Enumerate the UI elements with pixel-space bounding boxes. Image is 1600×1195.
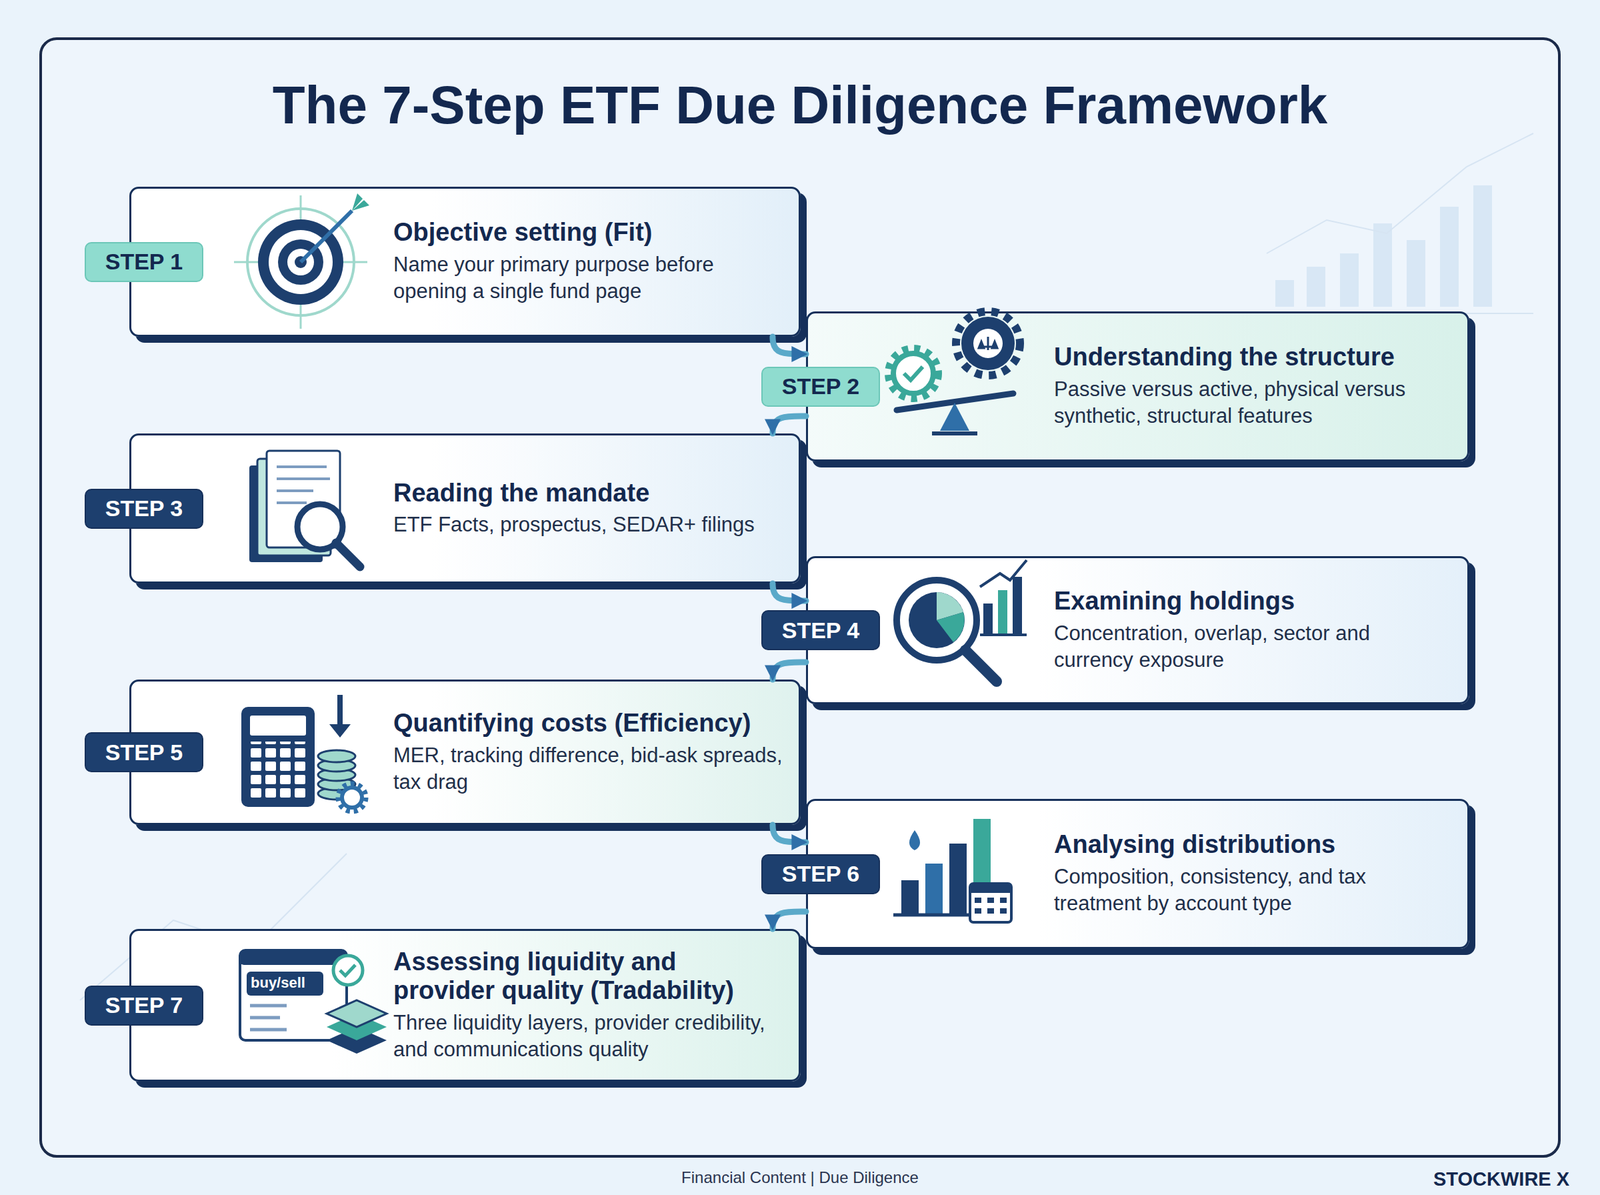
- step-description: Name your primary purpose before opening…: [393, 251, 784, 306]
- title: The 7-Step ETF Due Diligence Framework: [0, 74, 1600, 136]
- step-heading: Examining holdings: [1054, 586, 1453, 616]
- step-heading: Objective setting (Fit): [393, 218, 784, 248]
- text-area: Reading the mandateETF Facts, prospectus…: [393, 478, 755, 539]
- step-badge: STEP 5: [84, 732, 204, 772]
- step-heading: Understanding the structure: [1054, 342, 1453, 372]
- step-box: STEP 3Reading the mandateETF Facts, pros…: [129, 433, 801, 584]
- step-badge: STEP 4: [761, 610, 880, 650]
- flow-arrow: [772, 662, 806, 680]
- step-heading: Quantifying costs (Efficiency): [393, 708, 784, 738]
- step-description: ETF Facts, prospectus, SEDAR+ filings: [393, 511, 755, 538]
- step-badge: STEP 3: [84, 488, 204, 529]
- step-description: Concentration, overlap, sector and curre…: [1054, 620, 1453, 674]
- step-box: STEP 1Objective setting (Fit)Name your p…: [129, 186, 801, 337]
- outer-frame: [40, 38, 1560, 1156]
- watermark-lines: [80, 133, 1534, 1000]
- step-description: MER, tracking difference, bid-ask spread…: [393, 742, 784, 796]
- text-area: Understanding the structurePassive versu…: [1054, 342, 1453, 430]
- step-heading: Analysing distributions: [1054, 830, 1453, 860]
- flow-arrow: [772, 824, 806, 842]
- step-box: STEP 7Assessing liquidity and provider q…: [129, 928, 801, 1082]
- flow-arrow: [772, 336, 806, 354]
- distribution-icon: [893, 818, 1012, 922]
- step-badge: STEP 2: [761, 366, 880, 407]
- step-description: Three liquidity layers, provider credibi…: [393, 1009, 784, 1064]
- button-label: buy/sell: [250, 974, 306, 992]
- step-heading: Assessing liquidity and provider quality…: [393, 947, 784, 1006]
- target-icon: [234, 193, 370, 329]
- step-box: STEP 6Analysing distributionsComposition…: [806, 798, 1470, 949]
- text-area: Analysing distributionsComposition, cons…: [1054, 830, 1453, 917]
- documents-icon: [249, 450, 360, 567]
- step-badge: STEP 7: [84, 985, 204, 1026]
- holdings-icon: [896, 560, 1027, 682]
- flow-arrow: [772, 911, 806, 929]
- step-badge: STEP 1: [84, 242, 204, 282]
- gears-seesaw-icon: [888, 311, 1020, 434]
- flow-arrow: [772, 583, 806, 601]
- step-box: STEP 5Quantifying costs (Efficiency)MER,…: [129, 679, 801, 825]
- text-area: Assessing liquidity and provider quality…: [393, 947, 784, 1064]
- text-area: Quantifying costs (Efficiency) MER, track…: [393, 708, 784, 796]
- text-area: Examining holdingsConcentration, overlap…: [1054, 586, 1453, 674]
- step-heading: Reading the mandate: [393, 478, 755, 508]
- step-description: Passive versus active, physical versus s…: [1054, 376, 1453, 430]
- watermark-bars: [1275, 185, 1492, 307]
- step-badge: STEP 6: [761, 854, 880, 894]
- brand-logo: STOCKWIRE X: [1433, 1168, 1570, 1190]
- flow-arrow: [772, 416, 806, 434]
- step-description: Composition, consistency, and tax treatm…: [1054, 863, 1453, 918]
- text-area: Objective setting (Fit)Name your primary…: [393, 218, 784, 305]
- caption: Financial Content | Due Diligence: [0, 1168, 1600, 1187]
- calculator-icon: [241, 694, 366, 812]
- trading-window-icon: [240, 950, 387, 1054]
